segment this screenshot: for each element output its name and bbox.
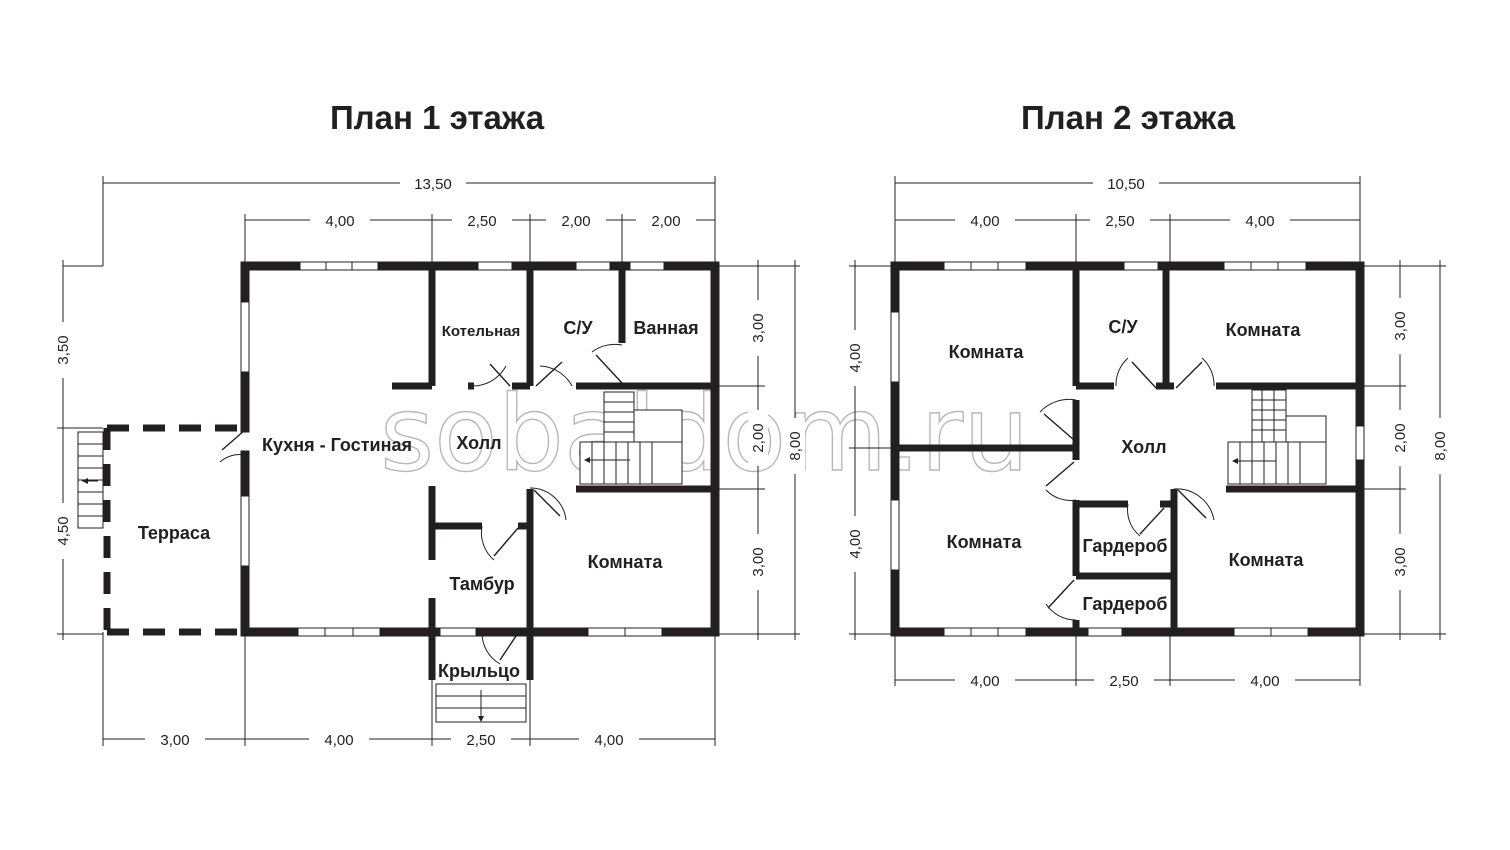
plan-1-stairs	[579, 391, 683, 485]
dim2-bottom-3: 4,00	[1250, 673, 1279, 690]
room-boiler: Котельная	[442, 323, 521, 340]
dim-right-1: 3,00	[750, 313, 767, 342]
room2-bedroom-bottom-left: Комната	[947, 532, 1023, 552]
dim2-left-2: 4,00	[847, 529, 864, 558]
dim-right-total: 8,00	[787, 431, 804, 460]
plan-1-doors	[219, 343, 623, 665]
plan-2: План 2 этажа	[845, 99, 1450, 690]
plan-2-title: План 2 этажа	[1021, 99, 1236, 136]
dim-bottom-4: 4,00	[594, 732, 623, 749]
room2-wardrobe-1: Гардероб	[1082, 536, 1167, 556]
plan-2-dimension-labels: 10,50 4,00 2,50 4,00 4,00 2,50 4,00 4,00…	[845, 172, 1450, 690]
dim-total-width: 13,50	[414, 176, 452, 193]
dim-bottom-2: 4,00	[324, 732, 353, 749]
dim2-total-width: 10,50	[1107, 176, 1145, 193]
room-bedroom: Комната	[588, 552, 664, 572]
plan-1-title: План 1 этажа	[330, 99, 545, 136]
porch	[428, 632, 534, 723]
dim2-left-1: 4,00	[847, 343, 864, 372]
terrace-stairs	[77, 431, 104, 529]
room-terrace: Терраса	[138, 523, 211, 543]
dim2-right-3: 3,00	[1392, 547, 1409, 576]
room2-bedroom-top-left: Комната	[949, 342, 1025, 362]
plan-1-exterior-walls	[240, 261, 720, 637]
dim-left-top: 3,50	[55, 335, 72, 364]
dim-left-bottom: 4,50	[55, 516, 72, 545]
room2-wardrobe-2: Гардероб	[1082, 594, 1167, 614]
plan-1-interior-walls	[392, 266, 715, 632]
dim-right-3: 3,00	[750, 547, 767, 576]
plan-2-stairs	[1227, 389, 1327, 485]
dim2-top-2: 2,50	[1105, 213, 1134, 230]
plan-2-interior-walls	[895, 266, 1360, 632]
room2-bedroom-bottom-right: Комната	[1229, 550, 1305, 570]
room-bath: Ванная	[633, 318, 698, 338]
dim2-right-2: 2,00	[1392, 423, 1409, 452]
room-porch: Крыльцо	[438, 661, 520, 681]
room-kitchen-living: Кухня - Гостиная	[262, 435, 412, 455]
dim-top-1: 4,00	[325, 213, 354, 230]
dim2-top-3: 4,00	[1245, 213, 1274, 230]
dim2-bottom-1: 4,00	[970, 673, 999, 690]
room-wc: С/У	[563, 318, 593, 338]
dim-top-4: 2,00	[651, 213, 680, 230]
dim2-right-1: 3,00	[1392, 311, 1409, 340]
plan-1-windows	[240, 261, 665, 637]
dim2-top-1: 4,00	[970, 213, 999, 230]
plan-2-doors	[1039, 357, 1215, 621]
plan-1-room-labels: Кухня - Гостиная Котельная С/У Ванная Хо…	[138, 318, 699, 681]
room-vestibule: Тамбур	[449, 574, 514, 594]
plan-1: План 1 этажа	[53, 99, 805, 749]
room2-wc: С/У	[1108, 317, 1138, 337]
plan-1-dimension-labels: 13,50 4,00 2,50 2,00 2,00 3,00 4,00 2,50…	[53, 172, 805, 749]
plan-2-room-labels: Комната С/У Комната Холл Комната Гардеро…	[947, 317, 1305, 614]
dim2-right-total: 8,00	[1432, 431, 1449, 460]
dim-top-3: 2,00	[561, 213, 590, 230]
dim-top-2: 2,50	[467, 213, 496, 230]
dim-bottom-3: 2,50	[466, 732, 495, 749]
plan-2-windows	[890, 261, 1365, 637]
dim2-bottom-2: 2,50	[1109, 673, 1138, 690]
room-hall: Холл	[456, 433, 501, 453]
terrace-outline	[103, 424, 245, 636]
dim-right-2: 2,00	[750, 423, 767, 452]
watermark: sobaldom.ru	[380, 373, 1029, 495]
room2-bedroom-top-right: Комната	[1226, 320, 1302, 340]
room2-hall: Холл	[1121, 437, 1166, 457]
dim-bottom-1: 3,00	[160, 732, 189, 749]
